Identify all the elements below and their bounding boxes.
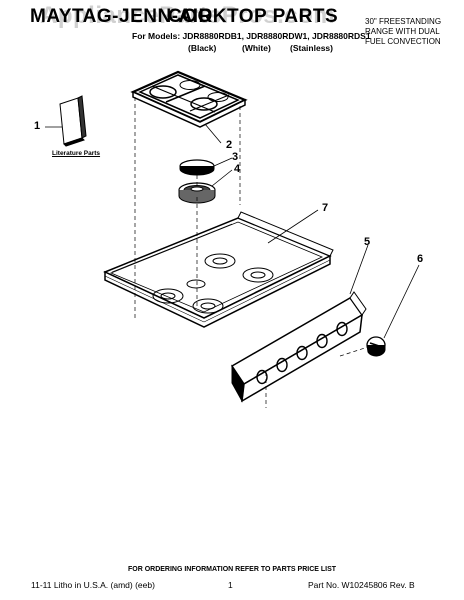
ordering-note: FOR ORDERING INFORMATION REFER TO PARTS …	[127, 566, 337, 573]
watermark: AppliancePartsPros.com	[40, 2, 336, 29]
control-panel	[230, 291, 367, 403]
callout-7: 7	[322, 202, 329, 214]
litho-info: 11-11 Litho in U.S.A. (amd) (eeb)	[31, 580, 155, 590]
alignment-lines	[134, 97, 369, 408]
range-line-2: RANGE WITH DUAL	[365, 27, 440, 36]
brand-logo-text: MAYTAG-JENN-AIR	[30, 6, 213, 27]
variant-white: (White)	[242, 43, 271, 53]
leader-lines	[45, 123, 420, 339]
burner-cap	[179, 159, 215, 176]
callout-1: 1	[34, 120, 41, 132]
page-title: COOKTOP PARTS	[168, 6, 339, 27]
callout-2: 2	[226, 139, 233, 151]
burner-head	[178, 182, 216, 204]
callout-4: 4	[234, 163, 241, 175]
variant-black: (Black)	[188, 43, 217, 53]
model-list: For Models: JDR8880RDB1, JDR8880RDW1, JD…	[132, 31, 371, 41]
variant-stainless: (Stainless)	[290, 43, 333, 53]
cooktop	[103, 211, 334, 328]
literature-parts-label: Literature Parts	[52, 150, 101, 157]
range-line-1: 30" FREESTANDING	[365, 17, 442, 26]
range-description: 30" FREESTANDING RANGE WITH DUAL FUEL CO…	[365, 17, 441, 47]
literature-booklet	[59, 95, 87, 147]
callout-5: 5	[364, 236, 371, 248]
callout-6: 6	[417, 253, 424, 265]
page-number: 1	[228, 580, 233, 590]
control-knob	[366, 336, 386, 357]
part-number: Part No. W10245806 Rev. B	[308, 580, 415, 590]
callout-3: 3	[232, 151, 239, 163]
range-line-3: FUEL CONVECTION	[365, 37, 441, 46]
burner-grate	[130, 70, 248, 128]
